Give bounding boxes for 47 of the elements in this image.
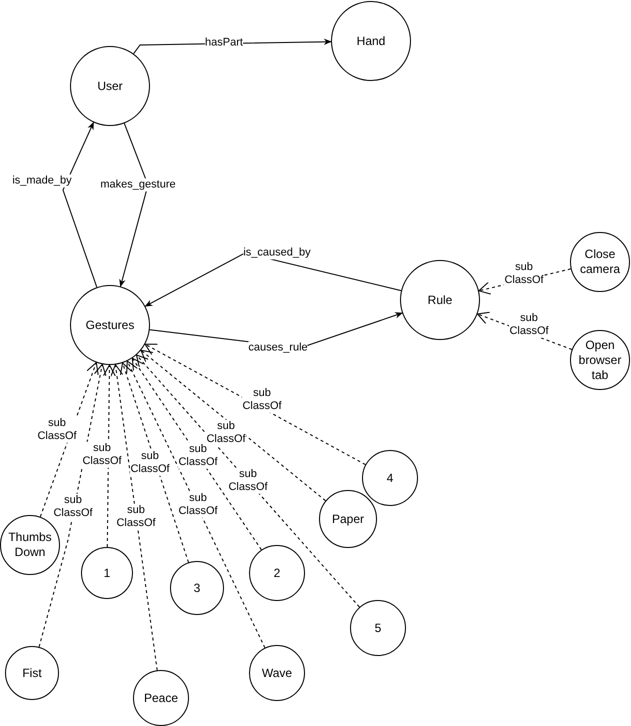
edge-label: sub ClassOf: [82, 442, 122, 468]
arrow: [119, 122, 149, 288]
class-circle: [5, 646, 59, 700]
node-label: Peace: [144, 690, 178, 706]
class-circle: [249, 545, 305, 601]
edge-label: sub ClassOf: [504, 260, 544, 288]
class-circle: [170, 561, 224, 615]
edge-label: sub ClassOf: [116, 504, 156, 530]
edge-label: sub ClassOf: [53, 494, 93, 520]
node-label: Close camera: [578, 247, 621, 277]
edge-label: sub ClassOf: [37, 416, 77, 444]
dashed-arrow: [132, 358, 262, 550]
node-label: 5: [374, 620, 382, 636]
edge-label: sub ClassOf: [228, 468, 268, 494]
node-label: Wave: [262, 666, 292, 680]
edge-label: makes_gesture: [100, 178, 176, 192]
node-label: 3: [194, 580, 200, 596]
dashed-arrow: [110, 364, 158, 671]
dashed-arrow: [144, 344, 366, 466]
node-label: 2: [274, 566, 280, 580]
edge-label: sub ClassOf: [509, 312, 549, 338]
node-label: Hand: [356, 34, 386, 48]
node-label: 4: [386, 470, 394, 486]
node-label: 1: [104, 566, 110, 580]
dashed-arrow: [120, 362, 189, 563]
node-label: Gestures: [86, 318, 134, 332]
edge-label: is_caused_by: [243, 246, 311, 260]
node-label: Paper: [332, 512, 364, 526]
edge-label: is_made_by: [12, 174, 72, 188]
edge-label: sub ClassOf: [178, 492, 218, 518]
edge-label: sub ClassOf: [130, 450, 170, 476]
node-label: Rule: [428, 292, 452, 308]
dashed-arrow: [136, 354, 360, 608]
edge-label: sub ClassOf: [242, 386, 282, 414]
edge-label: causes_rule: [248, 341, 308, 355]
node-label: Thumbs Down: [7, 530, 53, 560]
class-circle: [81, 547, 133, 599]
arrow: [144, 252, 402, 307]
node-label: Fist: [22, 666, 42, 680]
node-label: User: [97, 78, 123, 94]
dashed-arrow: [140, 350, 326, 502]
class-circle: [0, 515, 60, 575]
edge-label: sub ClassOf: [178, 442, 218, 470]
arrow: [62, 122, 98, 288]
dashed-arrow: [126, 360, 266, 648]
node-label: Open browser tab: [578, 338, 622, 382]
class-circle: [319, 490, 377, 548]
